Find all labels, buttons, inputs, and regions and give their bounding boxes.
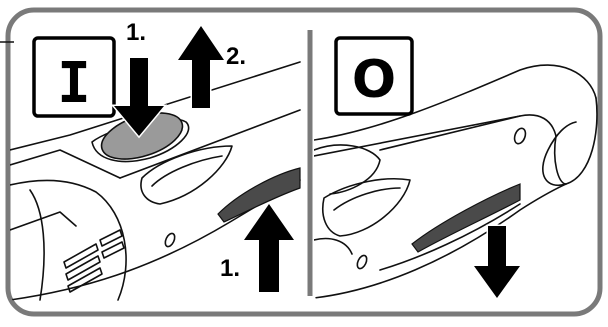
panel-off-illustration [314,64,598,299]
symbol-off: O [352,50,396,110]
step-label-1-grip: 1. [220,255,240,282]
arrow-press-down-icon [110,56,168,139]
symbol-box-off [334,36,414,116]
panel-on-illustration [10,61,301,301]
step-label-2: 2. [226,43,246,70]
arrow-grip-up-icon [241,201,297,294]
grip-panel-left [217,167,301,223]
figure-frame [5,7,603,317]
symbol-on: I [57,51,91,116]
arrow-release-down-icon [471,224,523,301]
grip-panel-right [411,183,521,253]
arrow-slide-up-icon [175,23,227,110]
step-label-1: 1. [126,19,146,46]
symbol-box-on [32,36,116,118]
